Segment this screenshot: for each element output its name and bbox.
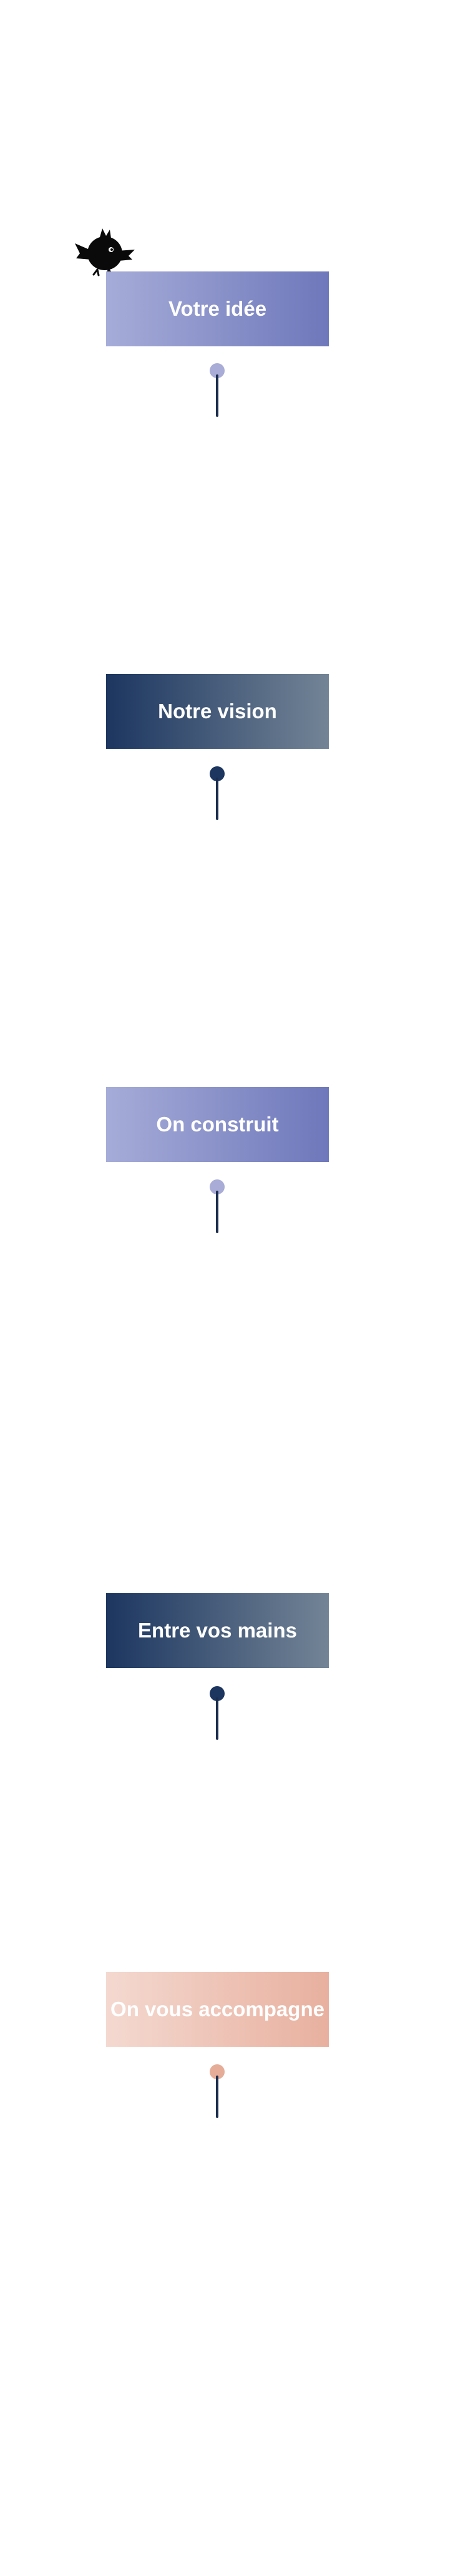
- connector-line: [216, 2076, 218, 2118]
- step-label: Entre vos mains: [138, 1619, 297, 1642]
- step-connector: [210, 766, 225, 822]
- connector-line: [216, 374, 218, 417]
- step-on-construit[interactable]: On construit: [106, 1087, 329, 1162]
- step-connector: [210, 1179, 225, 1236]
- step-connector: [210, 2064, 225, 2120]
- connector-line: [216, 778, 218, 820]
- step-label: Notre vision: [158, 700, 277, 723]
- step-connector: [210, 1686, 225, 1742]
- step-entre-vos-mains[interactable]: Entre vos mains: [106, 1593, 329, 1668]
- step-label: On construit: [156, 1113, 279, 1136]
- step-votre-idee[interactable]: Votre idée: [106, 271, 329, 346]
- connector-line: [216, 1697, 218, 1740]
- step-connector: [210, 363, 225, 419]
- step-notre-vision[interactable]: Notre vision: [106, 674, 329, 749]
- connector-line: [216, 1191, 218, 1233]
- step-label: Votre idée: [168, 297, 267, 320]
- bird-mascot-icon: [75, 228, 135, 276]
- step-label: On vous accompagne: [110, 1998, 324, 2021]
- step-on-vous-accompagne[interactable]: On vous accompagne: [106, 1972, 329, 2047]
